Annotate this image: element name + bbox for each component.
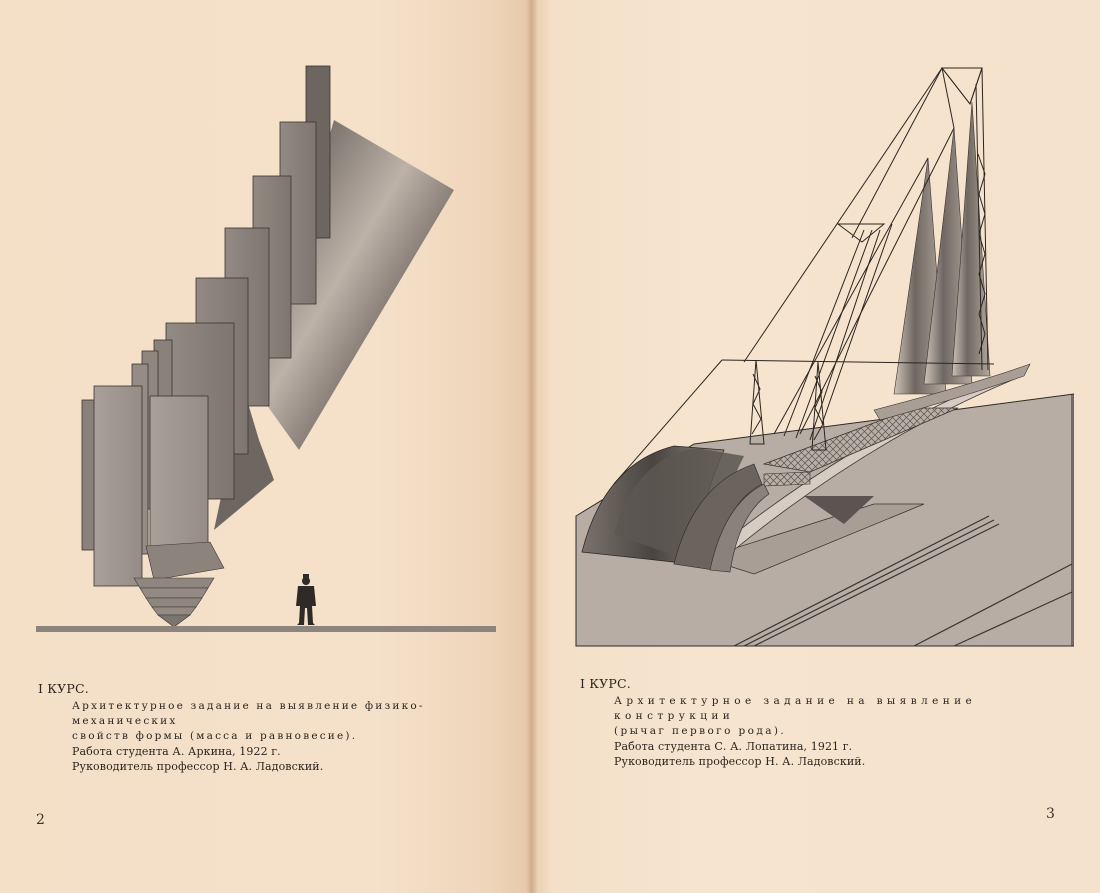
right-page: I КУРС. Архитектурное задание на выявлен…	[532, 0, 1100, 893]
human-figure-icon	[296, 574, 316, 625]
task-description-line2: (рычаг первого рода).	[614, 725, 787, 737]
architectural-drawing-mass-balance-icon	[36, 65, 496, 632]
student-credit: Работа студента А. Аркина, 1922 г.	[72, 745, 281, 758]
right-figure-lever-construction-drawing	[574, 64, 1074, 648]
task-description-line1: Архитектурное задание на выявление конст…	[614, 695, 977, 722]
left-caption: I КУРС. Архитектурное задание на выявлен…	[38, 681, 518, 774]
supervisor-credit: Руководитель профессор Н. А. Ладовский.	[614, 755, 866, 768]
architectural-drawing-lever-construction-icon	[575, 67, 1074, 647]
left-figure-mass-balance-drawing	[34, 60, 504, 640]
right-caption: I КУРС. Архитектурное задание на выявлен…	[580, 676, 1080, 769]
course-label: I КУРС.	[580, 676, 631, 691]
task-description-line1: Архитектурное задание на выявление физик…	[72, 700, 425, 727]
book-gutter	[526, 0, 538, 893]
page-number-right: 3	[1046, 806, 1055, 822]
task-description-line2: свойств формы (масса и равновесие).	[72, 730, 358, 742]
student-credit: Работа студента С. А. Лопатина, 1921 г.	[614, 740, 853, 753]
page-number-left: 2	[36, 812, 45, 828]
course-label: I КУРС.	[38, 681, 89, 696]
supervisor-credit: Руководитель профессор Н. А. Ладовский.	[72, 760, 324, 773]
left-page: I КУРС. Архитектурное задание на выявлен…	[0, 0, 532, 893]
